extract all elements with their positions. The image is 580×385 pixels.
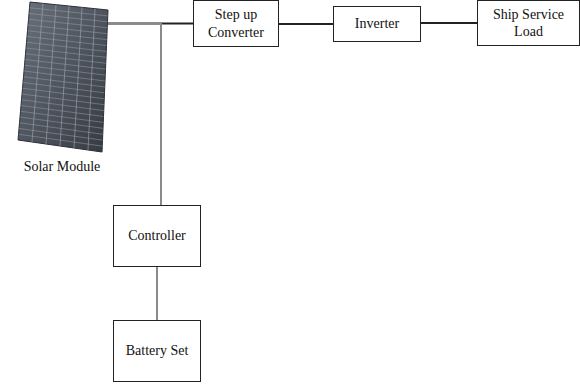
box-label: Controller — [128, 227, 186, 245]
solar-panel-illustration — [10, 0, 114, 156]
text-group: Battery Set — [126, 342, 189, 360]
box-label: Inverter — [355, 15, 399, 33]
connector-line — [279, 23, 333, 25]
text-group: Ship Service Load — [482, 6, 575, 41]
process-box: Inverter — [333, 6, 421, 42]
process-box: Battery Set — [113, 320, 201, 382]
process-box: Step up Converter — [193, 0, 279, 47]
module-label: Solar Module — [10, 158, 114, 176]
connector-line — [106, 24, 161, 206]
solar-module: Solar Module — [10, 0, 114, 180]
connector-line — [156, 267, 158, 320]
text-group: Step up Converter — [198, 6, 274, 41]
connector-line — [421, 22, 477, 24]
text-group: Inverter — [355, 15, 399, 33]
box-label: Ship Service Load — [482, 6, 575, 41]
box-label: Step up Converter — [198, 6, 274, 41]
box-label: Battery Set — [126, 342, 189, 360]
text-group: Controller — [128, 227, 186, 245]
process-box: Ship Service Load — [477, 0, 580, 46]
process-box: Controller — [113, 205, 201, 267]
